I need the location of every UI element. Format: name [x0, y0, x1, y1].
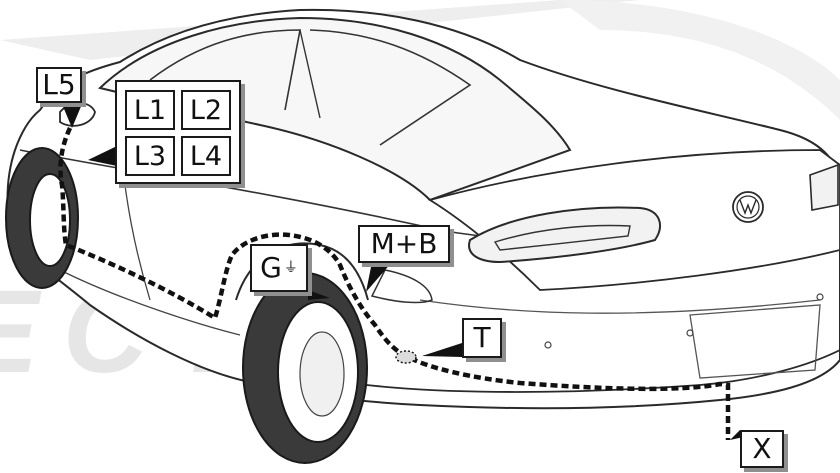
grid-pointer: [88, 146, 117, 166]
tap-point-marker: [395, 350, 417, 364]
front-wheel: [5, 147, 79, 289]
ground-icon: ⏚: [283, 260, 298, 276]
t-pointer: [422, 343, 462, 357]
callout-x: X: [740, 430, 784, 468]
l5-pointer: [62, 104, 82, 128]
callout-l3: L3: [125, 136, 175, 176]
plate-recess: [689, 304, 821, 379]
callout-l5: L5: [36, 67, 82, 103]
rear-bumper: [329, 349, 840, 393]
callout-l2: L2: [181, 90, 231, 130]
mb-pointer: [366, 262, 392, 292]
rear-window-line: [309, 29, 472, 146]
callout-m-plus-b: M+B: [358, 225, 450, 263]
brand-emblem: [732, 191, 764, 223]
c-pillar-line: [299, 29, 321, 119]
parking-sensor-1: [544, 341, 552, 349]
wiring-harness-route: [58, 127, 731, 440]
watermark-swoosh-2: [560, 0, 840, 120]
callout-l4: L4: [181, 136, 231, 176]
taillight-right: [809, 163, 839, 211]
callout-l1-l4-group: L1 L2 L3 L4: [115, 80, 241, 184]
callout-ground: G ⏚: [250, 244, 308, 292]
g-pointer: [308, 290, 330, 300]
taillight-inner: [493, 224, 631, 251]
parking-sensor-3: [816, 293, 824, 301]
x-pointer: [730, 430, 748, 440]
fuel-flap: [370, 269, 433, 304]
callout-t: T: [462, 318, 502, 358]
parking-sensor-2: [686, 329, 694, 337]
car-roof: [97, 16, 572, 202]
callout-l1: L1: [125, 90, 175, 130]
bumper-line-2: [419, 299, 821, 314]
rear-wheel: [242, 272, 368, 464]
side-window-line: [149, 29, 301, 111]
lower-sill: [59, 269, 241, 336]
ground-label: G: [260, 251, 282, 284]
